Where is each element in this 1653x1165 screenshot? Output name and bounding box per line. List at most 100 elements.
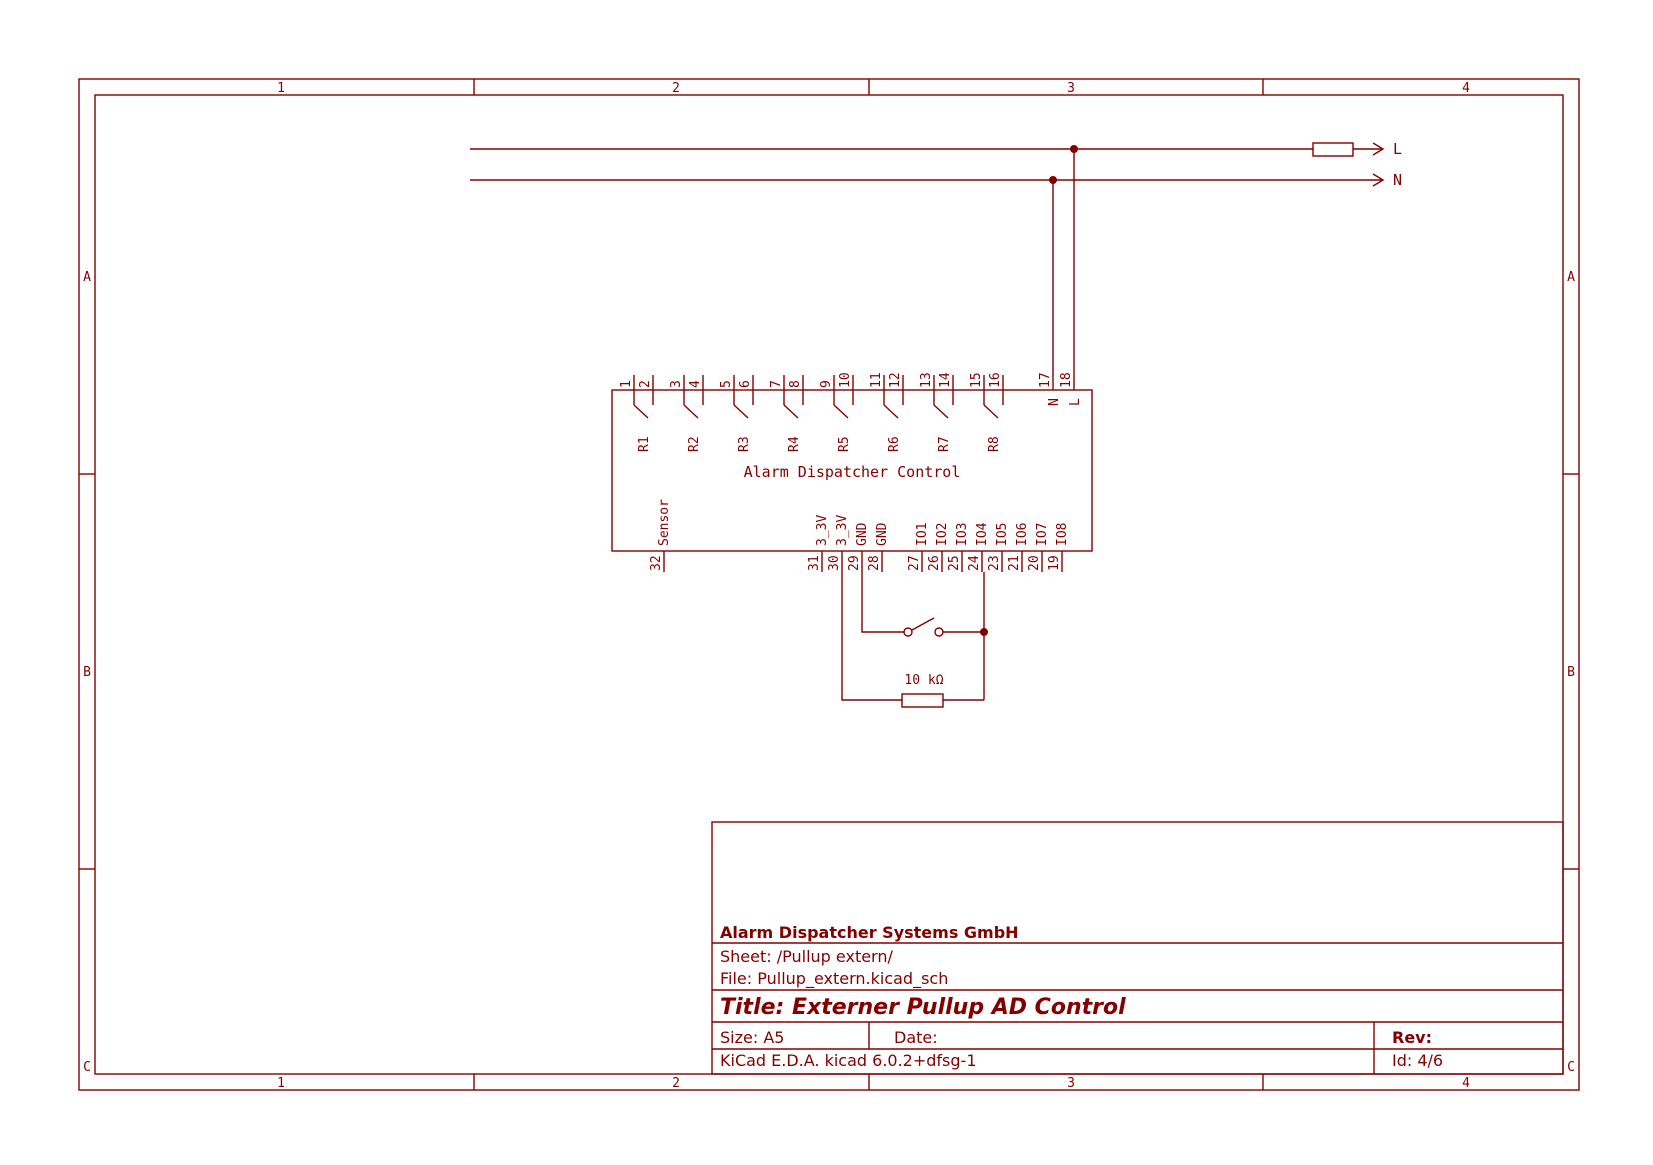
- col-label-top-3: 3: [1067, 81, 1075, 96]
- pin-number-14: 14: [938, 372, 953, 388]
- pin-number-13: 13: [919, 372, 934, 388]
- sheet-revision: Rev:: [1392, 1028, 1432, 1047]
- pin-number-5: 5: [719, 380, 734, 388]
- pin-number-32: 32: [649, 555, 664, 571]
- pin-number-24: 24: [967, 555, 982, 571]
- row-label-left-c: C: [83, 1060, 91, 1075]
- pin-name-31: 3_3V: [815, 515, 830, 546]
- pin-number-18: 18: [1059, 372, 1074, 388]
- file-name: File: Pullup_extern.kicad_sch: [720, 969, 948, 989]
- power-label-l: L: [1393, 140, 1402, 158]
- pin-name-19: IO8: [1055, 523, 1070, 546]
- relay-label-r8: R8: [987, 436, 1002, 452]
- top-pin-stubs: [633, 375, 1004, 390]
- pin-name-24: IO4: [975, 522, 990, 546]
- pin-number-8: 8: [788, 380, 803, 388]
- junction-n: [1049, 176, 1057, 184]
- col-label-bottom-4: 4: [1462, 1076, 1470, 1091]
- col-label-bottom-1: 1: [277, 1076, 285, 1091]
- pin-number-16: 16: [988, 372, 1003, 388]
- pin-number-27: 27: [907, 555, 922, 571]
- pin-name-26: IO2: [935, 523, 950, 546]
- company-name: Alarm Dispatcher Systems GmbH: [720, 923, 1019, 942]
- col-label-top-2: 2: [672, 81, 680, 96]
- pin-number-17: 17: [1038, 372, 1053, 388]
- col-label-bottom-2: 2: [672, 1076, 680, 1091]
- col-label-top-1: 1: [277, 81, 285, 96]
- pin-name-sensor: Sensor: [657, 499, 672, 546]
- sheet-size: Size: A5: [720, 1028, 784, 1047]
- relay-label-r2: R2: [687, 436, 702, 452]
- row-label-left-a: A: [83, 270, 91, 285]
- relay-label-r7: R7: [937, 436, 952, 452]
- pin-name-28: GND: [875, 522, 890, 546]
- resistor-symbol: [901, 693, 944, 708]
- sheet-date: Date:: [894, 1028, 938, 1047]
- line-l-arrow: [1372, 142, 1385, 156]
- row-label-right-c: C: [1567, 1060, 1575, 1075]
- power-label-n: N: [1393, 171, 1402, 189]
- pin-number-28: 28: [867, 555, 882, 571]
- pin-name-23: IO5: [995, 523, 1010, 546]
- relay-contacts: [633, 390, 1004, 419]
- pullup-circuit: 10 kΩ: [841, 572, 988, 708]
- pin-number-15: 15: [969, 372, 984, 388]
- pin-name-25: IO3: [955, 523, 970, 546]
- sheet-id: Id: 4/6: [1392, 1051, 1443, 1070]
- junction-io4: [980, 628, 988, 636]
- bottom-pin-stubs: [821, 551, 1063, 572]
- pin-name-27: IO1: [915, 523, 930, 546]
- pin-name-n: N: [1047, 398, 1062, 406]
- component-body: [611, 389, 1093, 552]
- alarm-dispatcher-component: Alarm Dispatcher Control 1 2: [611, 372, 1093, 572]
- title-block-frame: [711, 821, 1564, 1075]
- bottom-pin-numbers: 31 30 29 28 27 26 25 24 23 21 20 19: [807, 555, 1062, 571]
- pin-name-29: GND: [855, 522, 870, 546]
- pin-number-12: 12: [888, 372, 903, 388]
- sheet-title: Title: Externer Pullup AD Control: [720, 995, 1126, 1020]
- pin-number-26: 26: [927, 555, 942, 571]
- bottom-pin-names: 3_3V 3_3V GND GND IO1 IO2 IO3 IO4 IO5 IO…: [815, 515, 1070, 546]
- pin-name-30: 3_3V: [835, 515, 850, 546]
- outer-border: [78, 78, 1580, 1091]
- pin-number-2: 2: [638, 380, 653, 388]
- relay-label-r5: R5: [837, 436, 852, 452]
- component-name: Alarm Dispatcher Control: [744, 463, 961, 481]
- pin-name-21: IO6: [1015, 523, 1030, 546]
- pin-number-29: 29: [847, 555, 862, 571]
- pin-number-11: 11: [869, 372, 884, 388]
- pin-number-19: 19: [1047, 555, 1062, 571]
- pin-number-21: 21: [1007, 555, 1022, 571]
- pin-number-1: 1: [619, 380, 634, 388]
- col-label-top-4: 4: [1462, 81, 1470, 96]
- pin-name-20: IO7: [1035, 523, 1050, 546]
- mains-wiring: L N: [470, 140, 1402, 390]
- sheet-path: Sheet: /Pullup extern/: [720, 947, 893, 966]
- junction-l: [1070, 145, 1078, 153]
- pin-number-7: 7: [769, 380, 784, 388]
- col-label-bottom-3: 3: [1067, 1076, 1075, 1091]
- pin-number-10: 10: [838, 372, 853, 388]
- pin-number-6: 6: [738, 380, 753, 388]
- switch-lever: [911, 617, 935, 631]
- pin-number-20: 20: [1027, 555, 1042, 571]
- wire-gnd-to-switch: [861, 572, 904, 633]
- switch-terminal-left: [903, 627, 913, 637]
- pin-name-l: L: [1068, 398, 1083, 406]
- pin-number-31: 31: [807, 555, 822, 571]
- wire-3v3-to-resistor: [841, 572, 902, 701]
- title-block: Alarm Dispatcher Systems GmbH Sheet: /Pu…: [711, 821, 1564, 1075]
- tool-version: KiCad E.D.A. kicad 6.0.2+dfsg-1: [720, 1051, 977, 1070]
- row-label-left-b: B: [83, 665, 91, 680]
- relay-label-r3: R3: [737, 436, 752, 452]
- relay-label-r6: R6: [887, 436, 902, 452]
- pin-number-4: 4: [688, 380, 703, 388]
- pin-number-30: 30: [827, 555, 842, 571]
- relay-label-r1: R1: [637, 436, 652, 452]
- line-n-arrow: [1372, 173, 1385, 187]
- resistor-value: 10 kΩ: [904, 673, 943, 688]
- relay-labels: R1 R2 R3 R4 R5 R6 R7 R8: [637, 436, 1002, 452]
- pin-number-3: 3: [669, 380, 684, 388]
- row-label-right-b: B: [1567, 665, 1575, 680]
